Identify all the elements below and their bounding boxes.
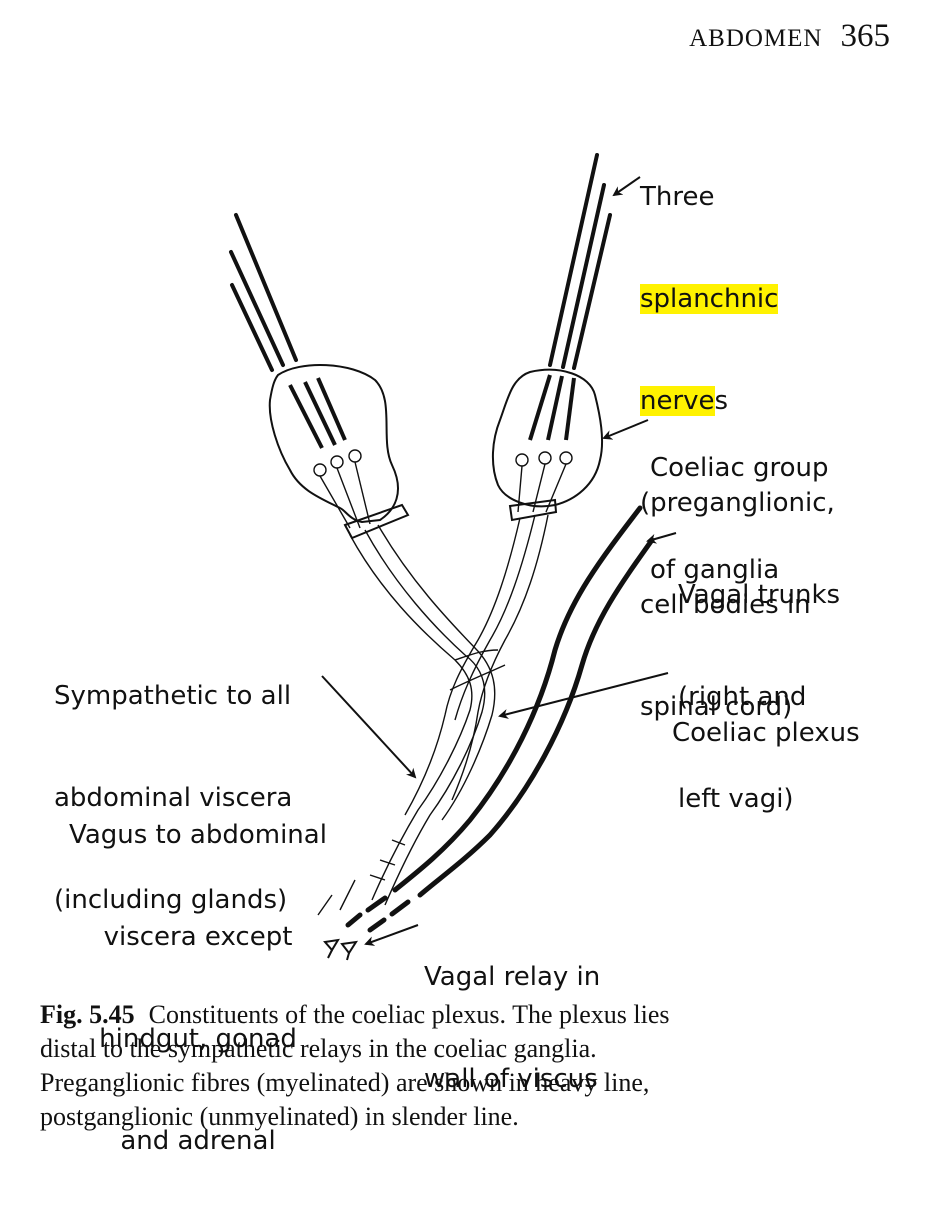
coeliac-plexus-diagram	[229, 153, 677, 961]
label-vagus: Vagus to abdominal viscera except hindgu…	[48, 750, 348, 1226]
postganglionic-fibres	[317, 514, 549, 916]
label-line: left vagi)	[678, 784, 794, 814]
figure-number: Fig. 5.45	[40, 1000, 135, 1029]
highlighted-text: nerve	[640, 386, 715, 416]
arrow-splanchnic	[612, 176, 641, 197]
label-vagal-relay: Vagal relay in wall of viscus	[424, 892, 600, 1164]
running-head: ABDOMEN 365	[689, 18, 890, 55]
highlighted-text: splanchnic	[640, 284, 779, 314]
label-line: Sympathetic to all	[54, 681, 292, 711]
label-line: viscera except	[103, 922, 293, 952]
label-line: cell bodies in	[640, 590, 811, 620]
left-splanchnic-nerves	[229, 213, 298, 372]
page-number: 365	[840, 18, 891, 54]
label-line: and adrenal	[120, 1126, 276, 1156]
label-line: Vagus to abdominal	[69, 820, 327, 850]
right-splanchnic-nerves	[548, 153, 612, 370]
section-title: ABDOMEN	[689, 25, 823, 52]
label-line: hindgut, gonad	[99, 1024, 297, 1054]
label-line: wall of viscus	[424, 1064, 598, 1094]
figure-caption: Fig. 5.45 Constituents of the coeliac ple…	[40, 998, 895, 1134]
caption-text: Preganglionic fibres (myelinated) are sh…	[40, 1068, 650, 1097]
label-line: abdominal viscera	[54, 783, 293, 813]
left-coeliac-ganglion	[268, 363, 410, 540]
vagal-relay-cells	[323, 938, 359, 961]
label-line: (including glands)	[54, 885, 288, 915]
label-splanchnic-nerves: Three splanchnic nerves (preganglionic, …	[640, 112, 835, 792]
arrow-vagal-relay	[364, 924, 419, 946]
pointer-arrows	[321, 176, 677, 946]
label-line: (preganglionic,	[640, 488, 835, 518]
label-line: Coeliac plexus	[672, 718, 860, 748]
arrow-vagal-trunks	[646, 532, 677, 544]
label-line: spinal cord)	[640, 692, 793, 722]
label-coeliac-group: Coeliac group of ganglia	[650, 383, 829, 655]
label-sympathetic: Sympathetic to all abdominal viscera (in…	[54, 611, 292, 985]
label-line: (right and	[678, 682, 807, 712]
right-coeliac-ganglion	[491, 368, 604, 522]
caption-text: postganglionic (unmyelinated) in slender…	[40, 1102, 519, 1131]
label-text: s	[714, 386, 729, 416]
arrow-coeliac-group	[602, 419, 649, 440]
label-line: of ganglia	[650, 555, 780, 585]
textbook-page: ABDOMEN 365	[40, 18, 895, 1156]
caption-text: distal to the sympathetic relays in the …	[40, 1034, 597, 1063]
label-vagal-trunks: Vagal trunks (right and left vagi)	[678, 510, 840, 884]
vagal-trunks	[345, 505, 655, 933]
label-coeliac-plexus: Coeliac plexus	[672, 648, 860, 818]
arrow-sympathetic	[321, 675, 417, 779]
caption-text: Constituents of the coeliac plexus. The …	[148, 1000, 670, 1029]
label-line: Vagal relay in	[424, 962, 601, 992]
label-line: Three	[640, 182, 715, 212]
arrow-coeliac-plexus	[498, 672, 669, 719]
label-line: Coeliac group	[650, 453, 829, 483]
label-line: Vagal trunks	[678, 580, 841, 610]
